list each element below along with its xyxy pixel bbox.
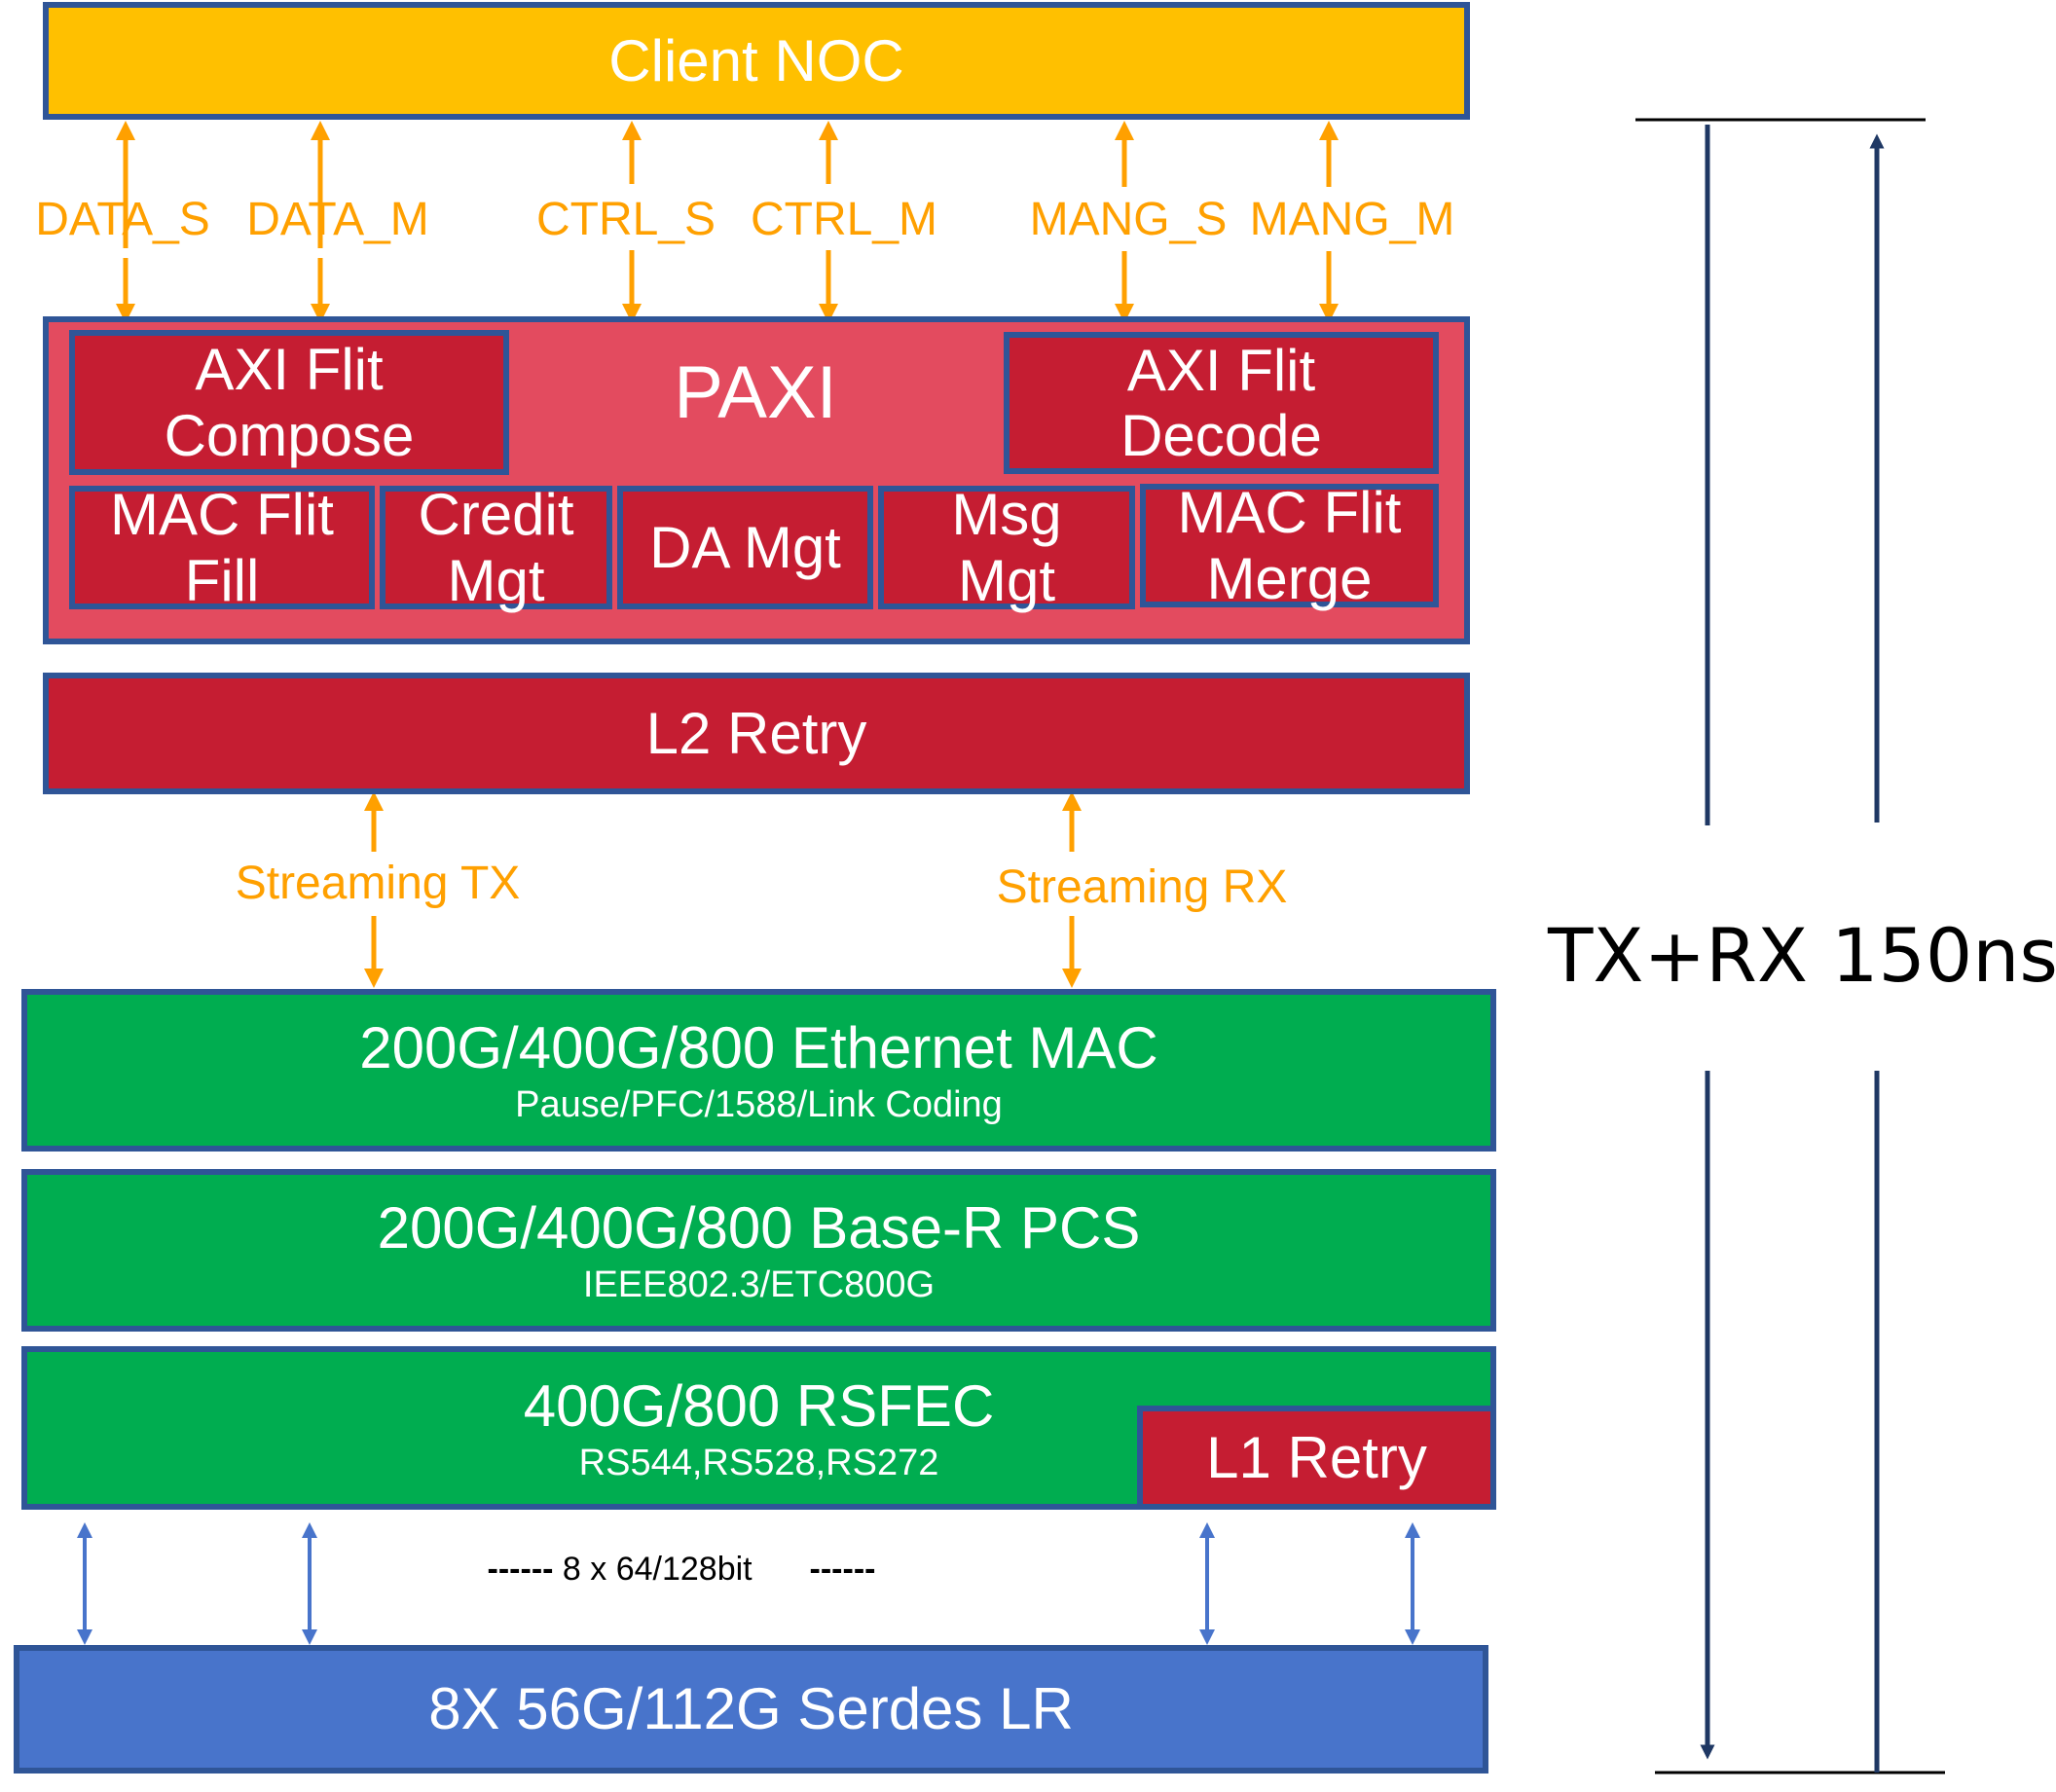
serdes-block: 8X 56G/112G Serdes LR — [14, 1645, 1488, 1774]
signal-data-s: DATA_S — [35, 194, 210, 245]
top-signal-arrows — [116, 121, 1339, 323]
rsfec-title: 400G/800 RSFEC — [523, 1373, 995, 1439]
ethernet-mac-title: 200G/400G/800 Ethernet MAC — [359, 1014, 1158, 1080]
axi-flit-compose-label: AXI Flit Compose — [164, 337, 415, 468]
credit-mgt-label: Credit Mgt — [418, 482, 574, 613]
da-mgt-label: DA Mgt — [649, 514, 841, 580]
paxi-label: PAXI — [674, 351, 837, 434]
pcs-title: 200G/400G/800 Base-R PCS — [377, 1194, 1141, 1261]
rsfec-subtitle: RS544,RS528,RS272 — [578, 1443, 939, 1484]
mac-flit-fill-label: MAC Flit Fill — [110, 482, 334, 613]
ethernet-mac-block: 200G/400G/800 Ethernet MAC Pause/PFC/158… — [21, 989, 1496, 1152]
l2-retry-block: L2 Retry — [43, 673, 1470, 794]
serdes-label: 8X 56G/112G Serdes LR — [428, 1676, 1074, 1742]
latency-label: TX+RX 150ns — [1547, 912, 2056, 999]
l2-retry-label: L2 Retry — [645, 700, 867, 766]
signal-mang-s: MANG_S — [1029, 194, 1228, 245]
client-noc-block: Client NOC — [43, 2, 1470, 120]
streaming-rx-label: Streaming RX — [996, 861, 1288, 913]
client-noc-label: Client NOC — [608, 27, 904, 93]
credit-mgt-block: Credit Mgt — [380, 482, 612, 613]
l1-retry-label: L1 Retry — [1206, 1424, 1427, 1490]
msg-mgt-label: Msg Mgt — [951, 482, 1062, 613]
signal-data-m: DATA_M — [246, 194, 429, 245]
l1-retry-block: L1 Retry — [1137, 1406, 1496, 1510]
latency-bracket — [1635, 118, 1945, 1774]
mac-flit-merge-label: MAC Flit Merge — [1177, 480, 1402, 611]
mac-flit-fill-block: MAC Flit Fill — [69, 482, 375, 613]
bus-dash-left: ------ — [487, 1551, 554, 1588]
signal-mang-m: MANG_M — [1249, 194, 1455, 245]
bus-arrows — [77, 1522, 1420, 1645]
axi-flit-decode-block: AXI Flit Decode — [1004, 332, 1439, 474]
msg-mgt-block: Msg Mgt — [878, 482, 1135, 613]
signal-ctrl-s: CTRL_S — [535, 194, 716, 245]
da-mgt-block: DA Mgt — [617, 486, 873, 609]
bus-dash-right: ------ — [809, 1551, 876, 1588]
streaming-tx-label: Streaming TX — [235, 858, 521, 909]
ethernet-mac-subtitle: Pause/PFC/1588/Link Coding — [515, 1083, 1003, 1125]
mac-flit-merge-block: MAC Flit Merge — [1140, 480, 1439, 611]
axi-flit-decode-label: AXI Flit Decode — [1120, 337, 1322, 468]
pcs-block: 200G/400G/800 Base-R PCS IEEE802.3/ETC80… — [21, 1169, 1496, 1332]
signal-ctrl-m: CTRL_M — [750, 194, 938, 245]
pcs-subtitle: IEEE802.3/ETC800G — [582, 1263, 936, 1305]
axi-flit-compose-block: AXI Flit Compose — [69, 330, 509, 475]
bus-width-label: ------ 8 x 64/128bit ------ — [488, 1551, 876, 1589]
bus-label: 8 x 64/128bit — [562, 1551, 753, 1588]
streaming-arrows — [364, 791, 1082, 988]
